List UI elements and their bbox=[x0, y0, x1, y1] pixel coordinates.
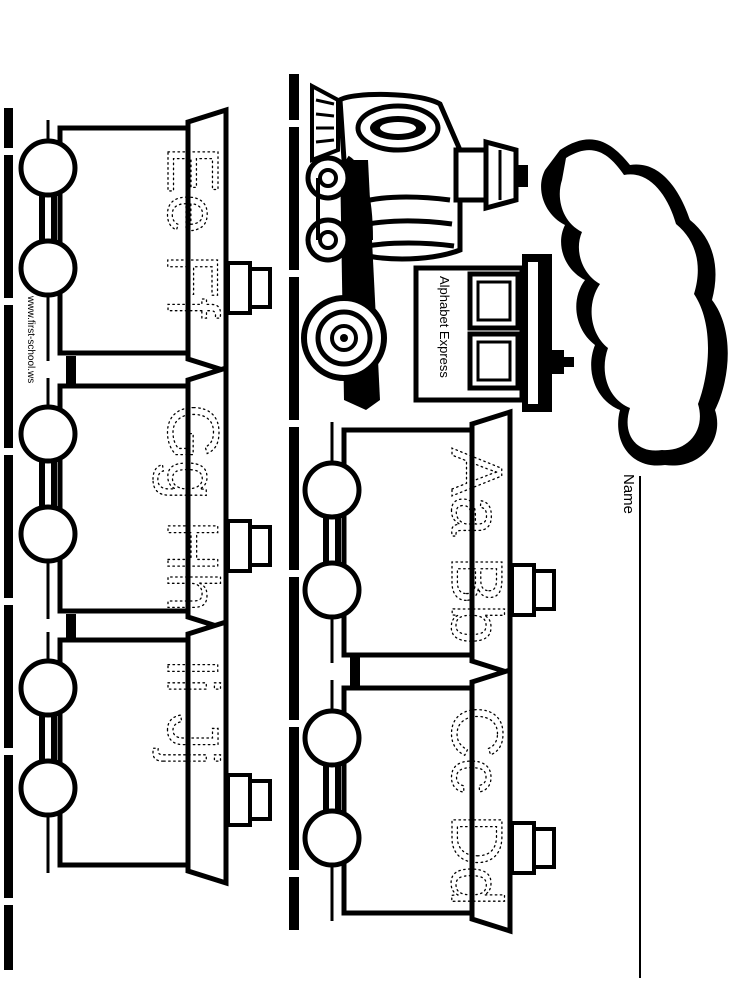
engine-label: Alphabet Express bbox=[437, 276, 452, 378]
coupling bbox=[66, 614, 76, 640]
car-letters: Gg Hh bbox=[152, 404, 232, 612]
car-gh: Gg Hh bbox=[21, 368, 272, 629]
car-ab: Aa Bb bbox=[305, 412, 556, 673]
track-left bbox=[2, 108, 16, 970]
car-letters: Ii Jj bbox=[152, 658, 232, 766]
website-credit: www.first-school.ws bbox=[25, 295, 36, 383]
car-letters: Ee Ff bbox=[152, 146, 232, 319]
name-field[interactable]: Name bbox=[620, 474, 641, 978]
track-right bbox=[287, 74, 301, 930]
locomotive: Alphabet Express bbox=[301, 82, 574, 412]
car-letters: Aa Bb bbox=[436, 448, 516, 644]
car-cd: Cc Dd bbox=[305, 670, 556, 931]
car-ij: Ii Jj bbox=[21, 622, 272, 883]
car-ef: Ee Ff bbox=[21, 110, 272, 371]
coupling bbox=[66, 356, 76, 386]
name-label: Name bbox=[620, 474, 637, 514]
smoke-cloud bbox=[541, 139, 728, 466]
car-letters: Cc Dd bbox=[436, 706, 516, 906]
coupling bbox=[350, 655, 360, 689]
